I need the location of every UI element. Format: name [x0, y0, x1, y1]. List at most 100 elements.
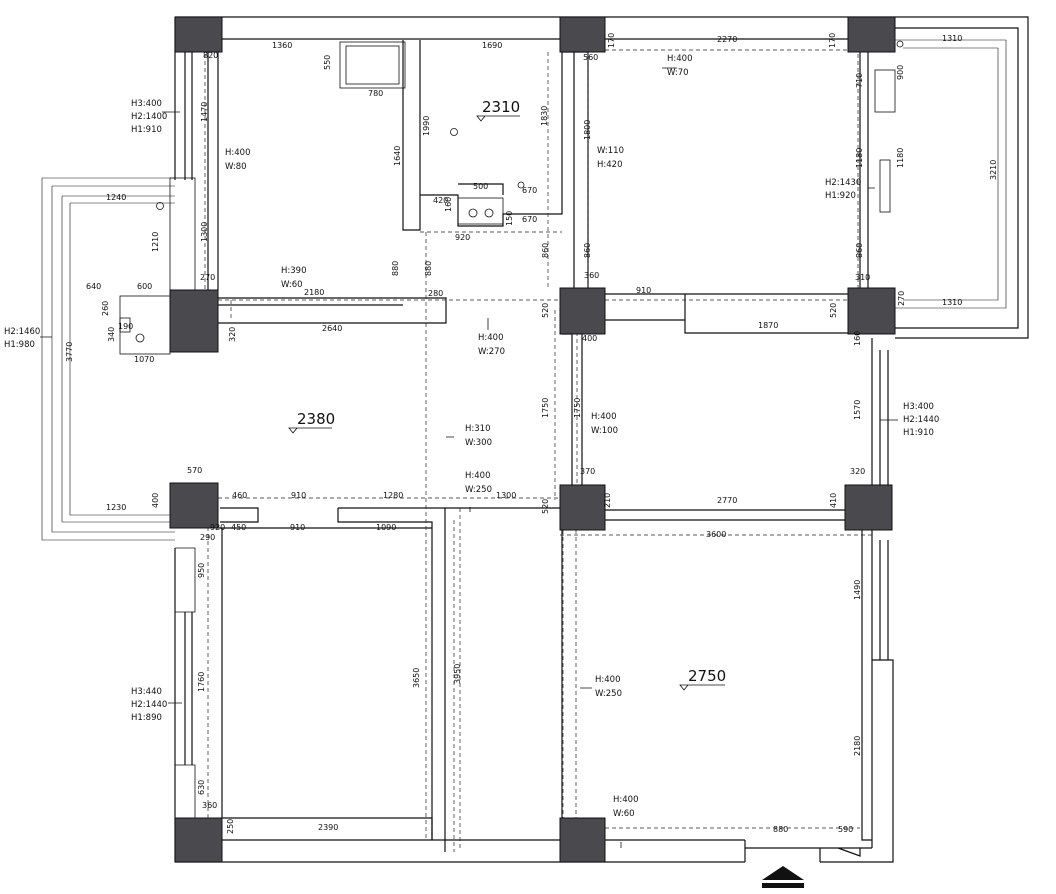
beam-height-label: H:400 — [225, 148, 250, 158]
dimension-label: 1800 — [583, 120, 592, 140]
column — [169, 289, 219, 353]
beam-height-label: H:400 — [613, 795, 638, 805]
window-height-label: H1:920 — [825, 191, 856, 201]
dimension-label: 2270 — [717, 35, 737, 44]
dimension-label: 860 — [583, 243, 592, 258]
dimension-label: 1070 — [134, 355, 154, 364]
dimension-label: 1300 — [200, 222, 209, 242]
dimension-label: 1490 — [853, 580, 862, 600]
dimension-label: 550 — [323, 55, 332, 70]
dimension-label: 560 — [583, 53, 598, 62]
window-height-label: H2:1440 — [903, 415, 939, 425]
dimension-label: 1180 — [855, 148, 864, 168]
beam-height-label: H:310 — [465, 424, 490, 434]
column — [844, 484, 893, 531]
dimension-label: 270 — [200, 273, 215, 282]
dimension-label: 320 — [850, 467, 865, 476]
dimension-label: 320 — [228, 327, 237, 342]
beam-height-label: H:400 — [595, 675, 620, 685]
dimension-label: 3600 — [706, 530, 726, 539]
window-height-label: H1:910 — [131, 125, 162, 135]
dimension-label: 280 — [428, 289, 443, 298]
dimension-label: 450 — [231, 523, 246, 532]
dimension-label: 1750 — [573, 398, 582, 418]
dimension-label: 860 — [855, 243, 864, 258]
dimension-label: 340 — [107, 327, 116, 342]
right-wall — [871, 338, 889, 660]
dimension-label: 780 — [368, 89, 383, 98]
leader-lines — [40, 67, 898, 848]
dimension-label: 1240 — [106, 193, 126, 202]
dimension-label: 880 — [424, 261, 433, 276]
dimension-label: 1690 — [482, 41, 502, 50]
dimension-label: 520 — [541, 303, 550, 318]
dimension-label: 630 — [197, 780, 206, 795]
dimension-label: 3770 — [65, 342, 74, 362]
beam-height-label: H:400 — [591, 412, 616, 422]
beam-height-label: H:420 — [597, 160, 622, 170]
dimension-label: 500 — [473, 182, 488, 191]
left-lower-wall — [174, 548, 193, 862]
room-height-2380: 2380 — [297, 410, 335, 428]
dimension-label: 1870 — [758, 321, 778, 330]
dimension-label: 820 — [203, 51, 218, 60]
dimension-label: 1760 — [197, 672, 206, 692]
beam-width-label: W:300 — [465, 438, 492, 448]
dimension-label: 1310 — [942, 298, 962, 307]
dimension-label: 1990 — [422, 116, 431, 136]
dimension-label: 910 — [291, 491, 306, 500]
dimension-label: 1830 — [540, 106, 549, 126]
column — [847, 287, 896, 335]
dimension-label: 260 — [101, 301, 110, 316]
level-markers — [288, 115, 725, 691]
window-height-label: H3:400 — [131, 99, 162, 109]
dimension-label: 920 — [455, 233, 470, 242]
dimension-label: 360 — [202, 801, 217, 810]
dimension-label: 1570 — [853, 400, 862, 420]
dimension-label: 520 — [829, 303, 838, 318]
dimension-label: 170 — [607, 33, 616, 48]
beam-lines — [204, 40, 872, 852]
dimension-label: 1300 — [496, 491, 516, 500]
column — [559, 16, 606, 53]
dimension-label: 460 — [232, 491, 247, 500]
dimension-label: 910 — [636, 286, 651, 295]
dimension-label: 400 — [151, 493, 160, 508]
beam-height-label: H:390 — [281, 266, 306, 276]
dimension-label: 160 — [444, 197, 453, 212]
beam-height-label: H:400 — [478, 333, 503, 343]
dimension-label: 570 — [187, 466, 202, 475]
column — [174, 16, 223, 53]
beam-width-label: W:270 — [478, 347, 505, 357]
dimension-label: 910 — [290, 523, 305, 532]
dimension-label: 1750 — [541, 398, 550, 418]
beam-width-label: W:250 — [595, 689, 622, 699]
columns — [169, 16, 896, 863]
window-height-label: H2:1400 — [131, 112, 167, 122]
dimension-label: 1310 — [942, 34, 962, 43]
column — [559, 287, 606, 335]
beam-height-label: H:400 — [465, 471, 490, 481]
entrance-arrow — [762, 866, 804, 888]
interior-walls — [207, 40, 872, 862]
beam-width-label: W:70 — [667, 68, 689, 78]
dimension-label: 2640 — [322, 324, 342, 333]
dimension-label: 670 — [522, 186, 537, 195]
beam-height-label: H:400 — [667, 54, 692, 64]
dimension-label: 590 — [838, 825, 853, 834]
dimension-label: 270 — [897, 291, 906, 306]
room-height-2750: 2750 — [688, 667, 726, 685]
beam-width-label: W:110 — [597, 146, 624, 156]
beam-width-label: W:250 — [465, 485, 492, 495]
window-height-label: H1:980 — [4, 340, 35, 350]
window-height-label: H1:890 — [131, 713, 162, 723]
annotations: H:400 W:70 H:400 W:80 W:110 H:420 H:390 … — [4, 54, 939, 819]
dimension-label: 1470 — [200, 102, 209, 122]
column — [559, 484, 606, 531]
dimension-label: 3950 — [453, 664, 462, 684]
dimension-label: 210 — [603, 493, 612, 508]
column — [847, 16, 896, 53]
dimension-label: 2180 — [853, 736, 862, 756]
dimension-label: 290 — [200, 533, 215, 542]
